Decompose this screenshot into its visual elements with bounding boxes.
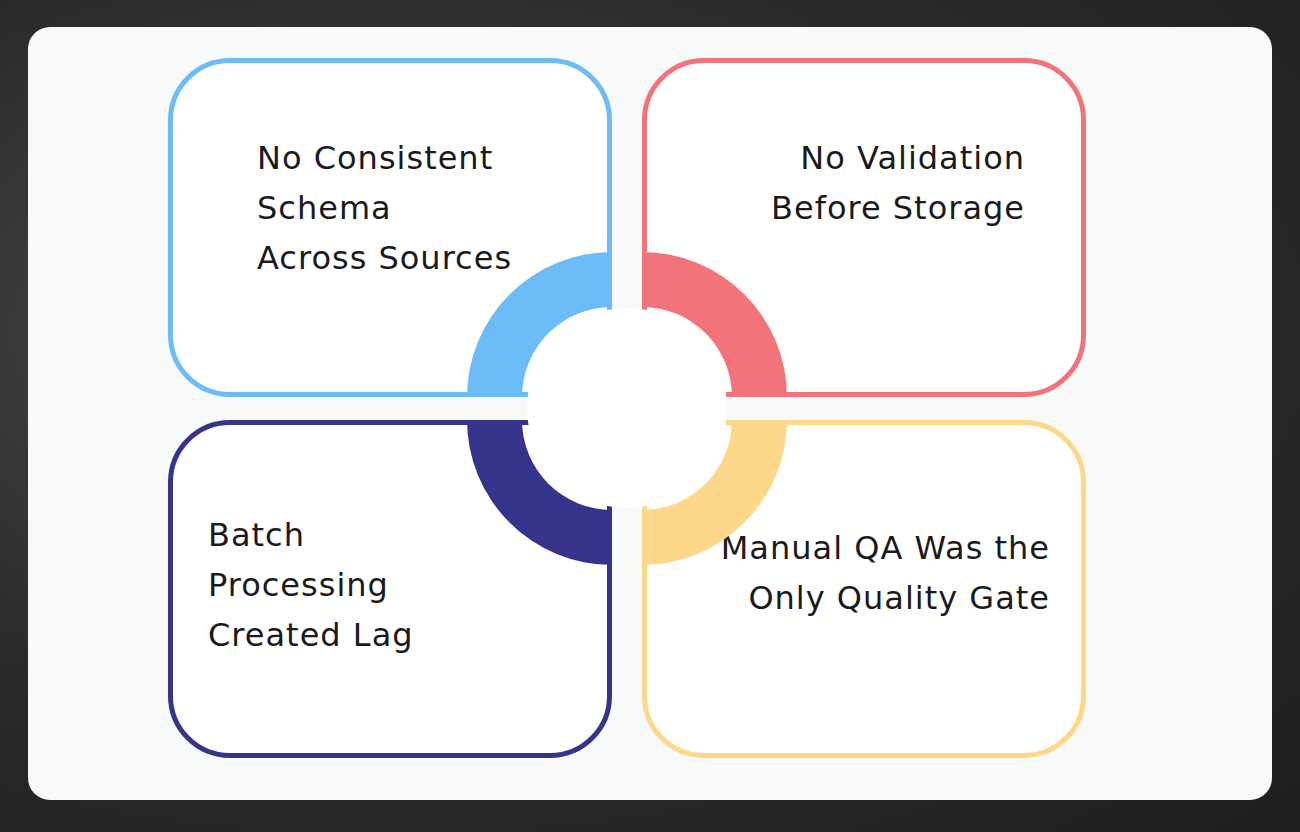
problem-box: No Validation Before Storage [642,58,1086,397]
ring-segment [467,252,612,397]
ring-segment [467,420,612,565]
problem-box: No Consistent Schema Across Sources [168,58,612,397]
box-text: Batch Processing Created Lag [208,510,468,660]
ring-center [527,308,727,508]
problem-box: Manual QA Was the Only Quality Gate [642,420,1086,758]
ring-segment [642,420,787,565]
box-text: No Consistent Schema Across Sources [257,133,577,283]
box-text: No Validation Before Storage [705,133,1025,233]
problem-box: Batch Processing Created Lag [168,420,612,758]
box-text: Manual QA Was the Only Quality Gate [630,523,1050,623]
ring-segment [642,252,787,397]
